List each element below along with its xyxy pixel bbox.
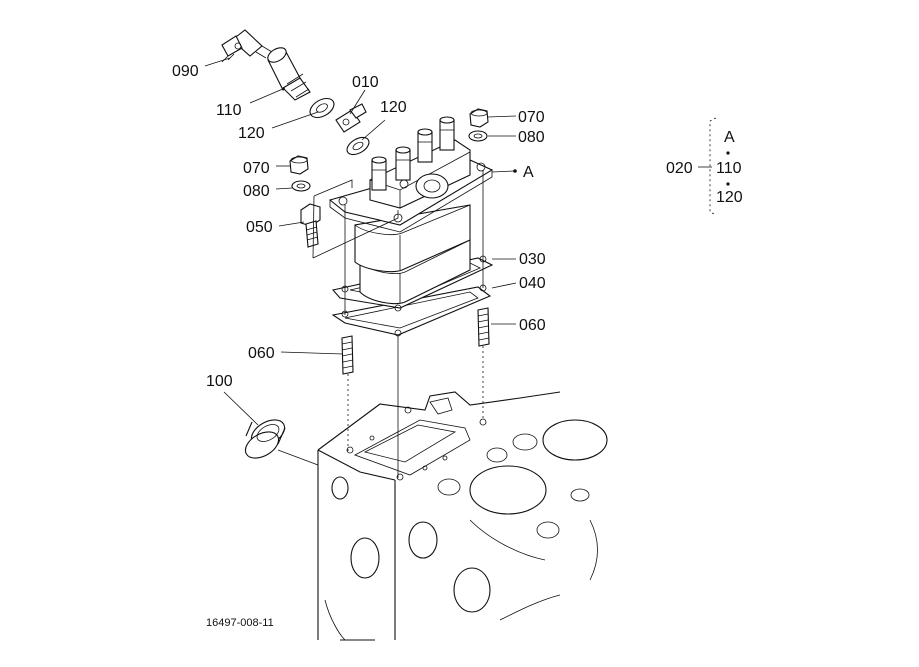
label-080-right: 080 <box>518 129 545 146</box>
fitting-010 <box>335 103 367 133</box>
label-080-left: 080 <box>243 183 270 200</box>
label-060-right: 060 <box>519 317 546 334</box>
label-120-upper: 120 <box>238 125 265 142</box>
washer-080-right <box>468 130 488 142</box>
nut-070-right <box>469 108 489 128</box>
nut-070-left <box>289 155 309 175</box>
label-110: 110 <box>216 102 242 119</box>
stud-060-left <box>341 335 354 375</box>
label-010: 010 <box>352 74 379 91</box>
delivery-valve-holders <box>371 116 455 191</box>
label-040: 040 <box>519 275 546 292</box>
injection-pump <box>328 116 494 305</box>
stud-060-right <box>477 307 490 347</box>
engine-block <box>317 391 608 641</box>
label-030: 030 <box>519 251 546 268</box>
stud-050 <box>300 203 321 248</box>
oil-seal-100 <box>244 419 319 466</box>
group-item-2: 110 <box>716 160 742 177</box>
label-A: A <box>523 164 534 181</box>
alignment-lines <box>312 170 484 478</box>
gasket-040 <box>331 284 492 337</box>
label-060-left: 060 <box>248 345 275 362</box>
drawing-number: 16497-008-11 <box>206 617 274 629</box>
washer-080-left <box>291 180 311 192</box>
label-070-left: 070 <box>243 160 270 177</box>
label-100: 100 <box>206 373 233 390</box>
leader-lines <box>204 57 517 426</box>
washer-120-lower <box>346 136 370 156</box>
group-parent-label: 020 <box>666 160 693 177</box>
label-120-lower: 120 <box>380 99 407 116</box>
label-070-right: 070 <box>518 109 545 126</box>
label-090: 090 <box>172 63 199 80</box>
banjo-bolt-110 <box>267 47 311 101</box>
part-labels: 090 110 120 010 120 070 080 070 080 050 … <box>172 63 546 390</box>
assembly-group-legend: 020 A 110 120 <box>666 117 743 216</box>
group-item-1: A <box>724 129 735 146</box>
label-050: 050 <box>246 219 273 236</box>
washer-120-upper <box>309 97 335 119</box>
inlet-connector-090 <box>221 29 273 63</box>
group-item-3: 120 <box>716 189 743 206</box>
